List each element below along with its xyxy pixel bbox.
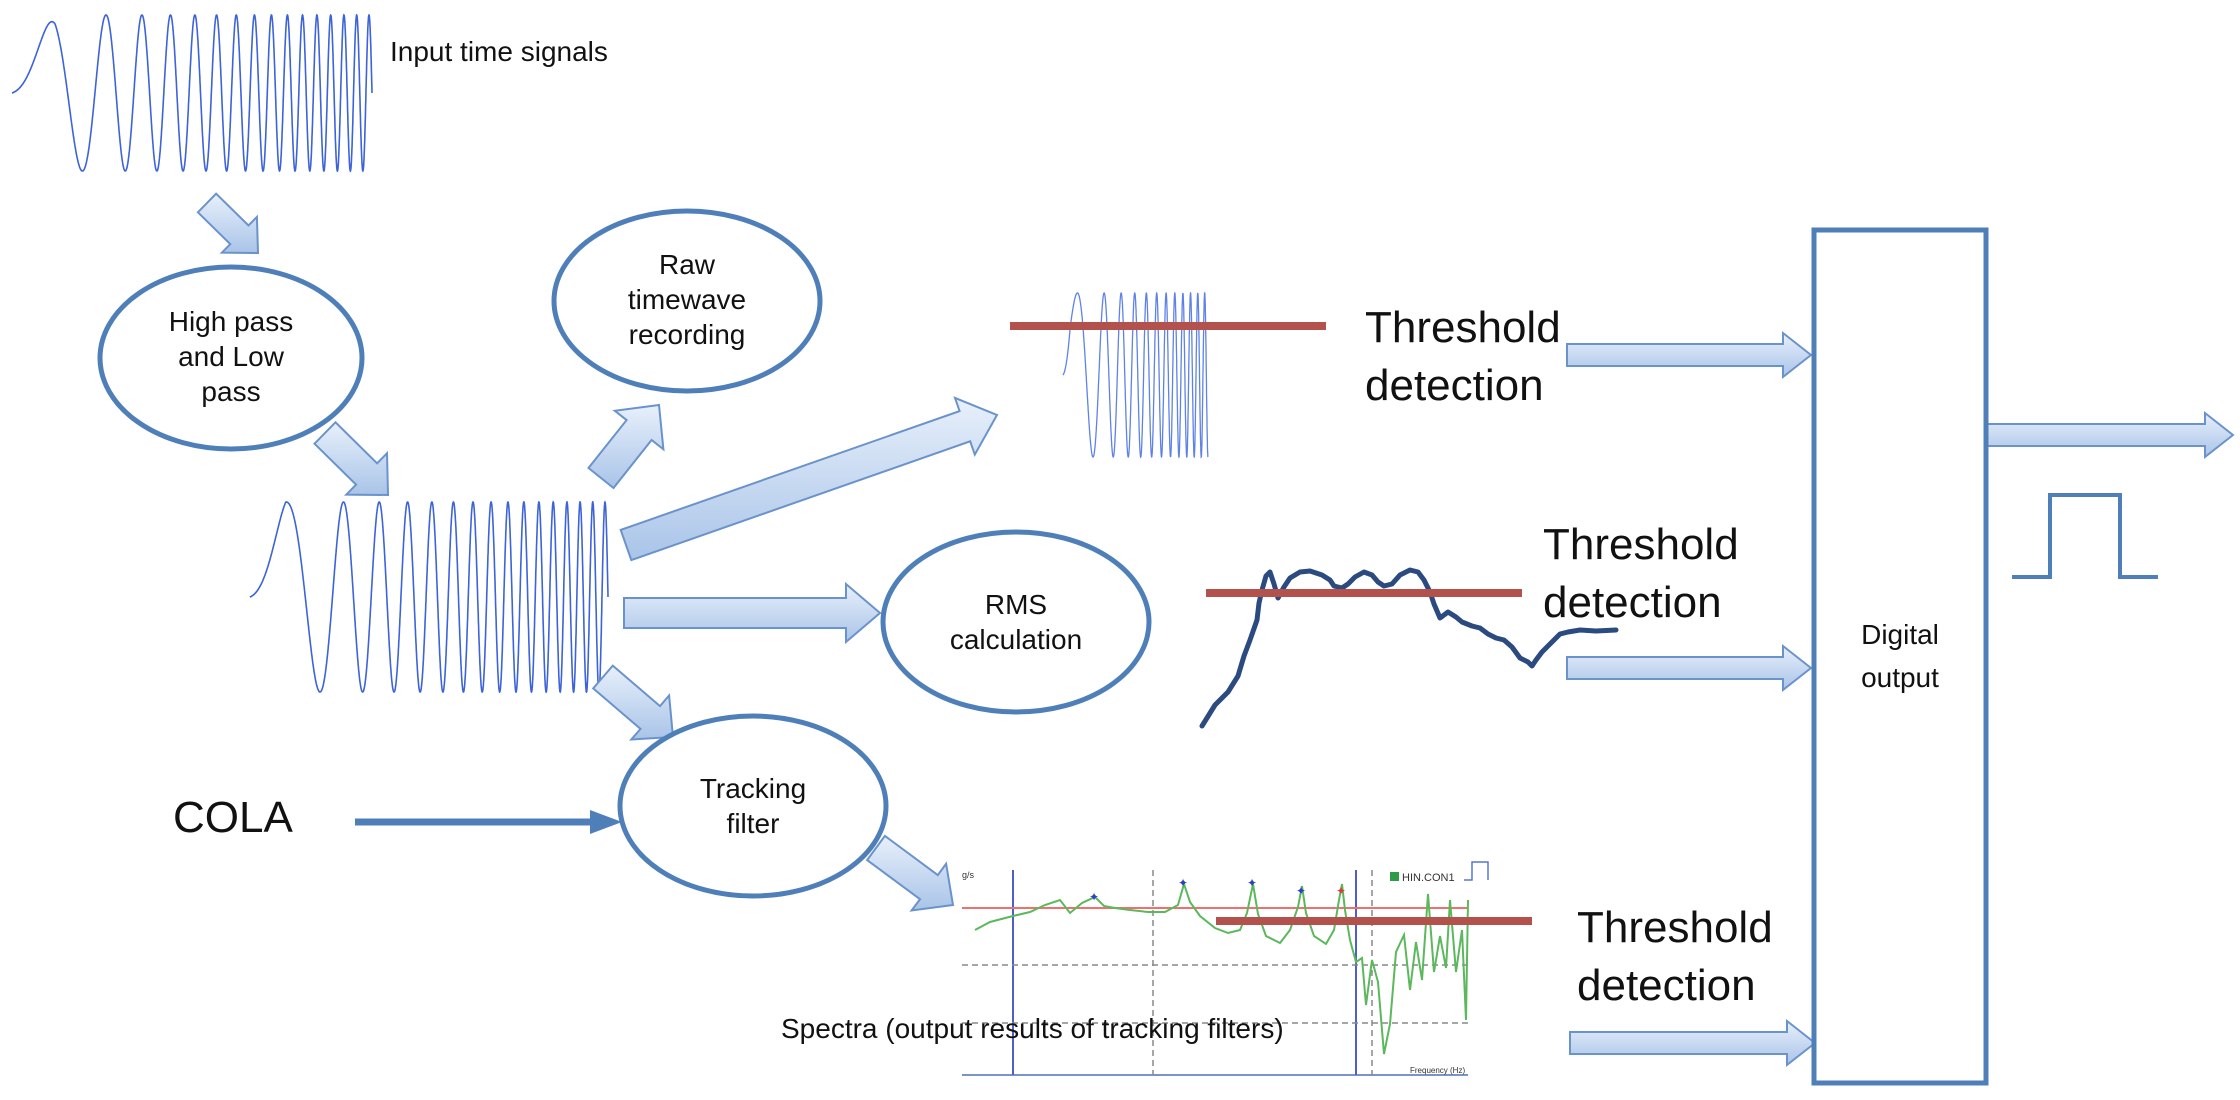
arrow-output-right <box>1986 410 2235 460</box>
digital-output-label-line: Digital <box>1861 619 1939 650</box>
threshold-label-line: Threshold <box>1365 303 1561 352</box>
spectrum-peak-marker: ✦ <box>1296 884 1306 898</box>
arrow-signal-to-raw <box>587 403 665 490</box>
threshold-label-spectrum: Threshold detection <box>1577 899 1773 1015</box>
digital-output-label: Digital output <box>1815 613 1985 700</box>
threshold-bar-top <box>1010 322 1326 330</box>
spectrum-peak-marker: ✦ <box>1247 876 1257 890</box>
raw-label-line: recording <box>628 319 746 350</box>
arrow-signal-to-rms <box>623 581 882 645</box>
filter-label-line: High pass <box>168 306 294 337</box>
spectrum-peak-marker: ✦ <box>1089 890 1099 904</box>
threshold-label-rms: Threshold detection <box>1543 516 1739 632</box>
filtered-signal-waveform <box>249 500 609 695</box>
raw-node-label: Raw timewave recording <box>587 247 787 352</box>
input-signal-waveform <box>11 13 373 173</box>
tracking-label-line: Tracking <box>699 773 807 804</box>
tracking-filter-node <box>617 713 889 899</box>
rms-node-label: RMS calculation <box>916 587 1116 657</box>
threshold-label-line: Threshold <box>1543 520 1739 569</box>
output-pulse <box>2012 493 2158 579</box>
arrow-tracking-to-spectrum <box>865 834 955 912</box>
arrow-input-to-filter <box>196 192 260 255</box>
threshold-label-line: Threshold <box>1577 903 1773 952</box>
raw-label-line: timewave <box>627 284 747 315</box>
arrows <box>196 192 2235 1068</box>
input-signals-label: Input time signals <box>390 36 608 67</box>
waveforms <box>11 13 1209 695</box>
cola-label: COLA <box>173 793 293 842</box>
spectrum-x-label: Frequency (Hz) <box>1410 1066 1465 1075</box>
arrow-threshold3-to-output <box>1569 1018 1817 1068</box>
rms-label-line: calculation <box>949 624 1083 655</box>
filter-node-label: High pass and Low pass <box>131 304 331 409</box>
spectrum-trace <box>974 880 1469 1055</box>
arrow-signal-to-tracking <box>591 664 675 741</box>
spectrum-legend-label: HIN.CON1 <box>1402 872 1455 884</box>
arrow-filter-to-signal <box>313 420 390 497</box>
raw-timewave-waveform <box>1062 291 1209 459</box>
threshold-bar-spectrum <box>1216 917 1532 925</box>
arrow-signal-to-threshold-top <box>619 396 999 562</box>
threshold-label-line: detection <box>1543 578 1722 628</box>
filter-label-line: and Low <box>178 341 284 372</box>
rms-label-line: RMS <box>984 589 1048 620</box>
digital-output-label-line: output <box>1861 662 1939 694</box>
rms-curve <box>1199 567 1619 729</box>
spectrum-legend-marker <box>1390 872 1399 881</box>
tracking-label-line: filter <box>726 808 780 839</box>
tracking-node-label: Tracking filter <box>653 771 853 841</box>
spectrum-peak-marker: ✦ <box>1178 876 1188 890</box>
digital-output-box <box>1811 227 1989 1086</box>
spectrum-peak-marker-red: ✦ <box>1336 884 1346 898</box>
rms-node <box>880 529 1152 715</box>
raw-label-line: Raw <box>658 249 715 280</box>
arrow-threshold2-to-output <box>1566 643 1813 693</box>
raw-recording-node <box>551 208 823 394</box>
cola-arrow <box>355 810 622 834</box>
threshold-label-top: Threshold detection <box>1365 299 1561 415</box>
threshold-bar-rms <box>1206 589 1522 597</box>
threshold-label-line: detection <box>1577 961 1756 1011</box>
filter-label-line: pass <box>201 376 261 407</box>
spectrum-chart: ✦ ✦ ✦ ✦ ✦ g/s HIN.CON1 Frequency (Hz) <box>962 861 1489 1076</box>
arrow-threshold1-to-output <box>1566 330 1813 380</box>
spectra-caption: Spectra (output results of tracking filt… <box>781 1013 1284 1044</box>
threshold-label-line: detection <box>1365 361 1544 411</box>
filter-node <box>97 264 365 452</box>
spectrum-y-label: g/s <box>962 870 975 880</box>
spectrum-legend-pulse <box>1464 861 1489 881</box>
